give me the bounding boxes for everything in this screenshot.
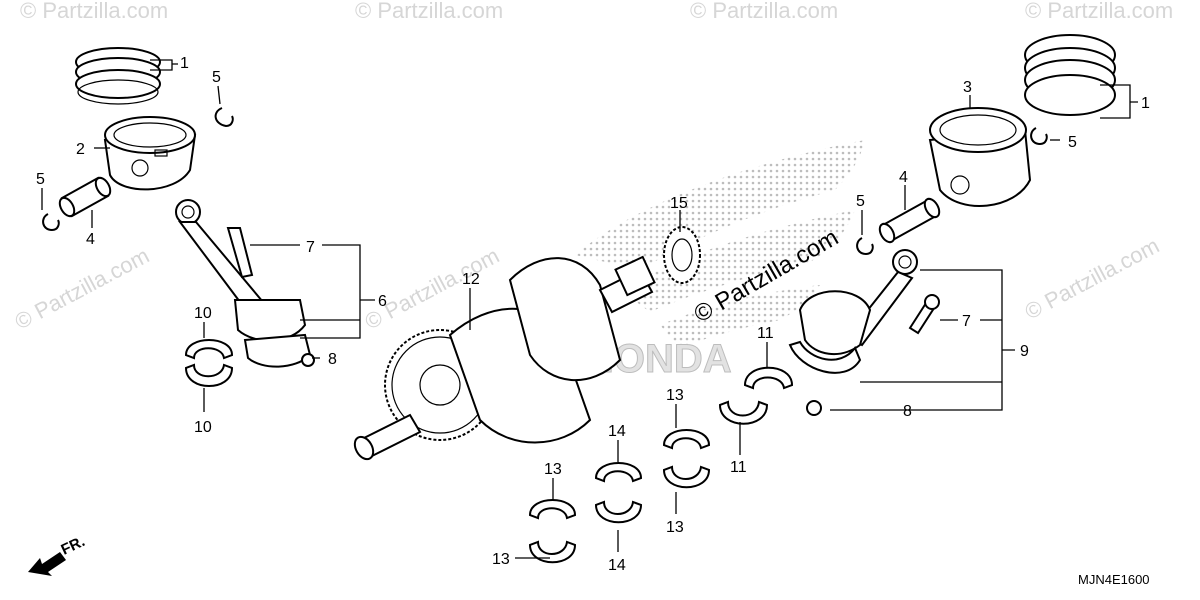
callout-5: 5 xyxy=(36,171,45,188)
callout-13: 13 xyxy=(544,461,562,478)
piston-pin-clip[interactable] xyxy=(856,237,874,256)
callout-5: 5 xyxy=(856,193,865,210)
callout-13: 13 xyxy=(666,387,684,404)
callout-12: 12 xyxy=(462,271,480,288)
front-label: FR. xyxy=(59,533,88,559)
watermark-text: © Partzilla.com xyxy=(690,0,838,23)
diagram-code: MJN4E1600 xyxy=(1078,572,1150,587)
leader-lines xyxy=(41,59,1138,559)
callout-15: 15 xyxy=(670,195,688,212)
callout-6: 6 xyxy=(378,293,387,310)
rod-bearing-right[interactable] xyxy=(743,366,794,390)
watermark-text: © Partzilla.com xyxy=(355,0,503,23)
piston-right[interactable] xyxy=(928,107,1032,207)
callout-4: 4 xyxy=(86,231,95,248)
piston-pin-clip[interactable] xyxy=(42,213,60,232)
piston-pin-clip[interactable] xyxy=(214,107,234,128)
callout-9: 9 xyxy=(1020,343,1029,360)
connecting-rod-right[interactable] xyxy=(788,249,918,374)
connecting-rod-left[interactable] xyxy=(175,199,312,368)
main-bearing[interactable] xyxy=(662,429,711,450)
rod-bolt-right[interactable] xyxy=(908,294,940,335)
callout-11: 11 xyxy=(757,325,774,342)
main-bearing[interactable] xyxy=(594,500,643,524)
callout-4: 4 xyxy=(899,169,908,186)
main-bearing[interactable] xyxy=(594,462,643,483)
callout-10: 10 xyxy=(194,305,212,322)
piston-pin-right[interactable] xyxy=(877,196,942,244)
rod-bearing-right[interactable] xyxy=(718,400,769,425)
piston-rings-right[interactable] xyxy=(1024,34,1116,116)
watermark-text: © Partzilla.com xyxy=(1025,0,1173,23)
piston-left[interactable] xyxy=(103,116,197,191)
callout-1: 1 xyxy=(1141,95,1150,112)
callout-10: 10 xyxy=(194,419,212,436)
piston-pin-left[interactable] xyxy=(57,175,113,218)
rod-bearing-upper-left[interactable] xyxy=(184,339,234,360)
front-arrow-icon xyxy=(28,552,66,576)
piston-rings-left[interactable] xyxy=(75,47,161,105)
watermark-text: © Partzilla.com xyxy=(1021,233,1164,325)
callout-14: 14 xyxy=(608,423,626,440)
rod-bearing-lower-left[interactable] xyxy=(184,363,234,387)
callout-5: 5 xyxy=(1068,134,1077,151)
callout-14: 14 xyxy=(608,557,626,574)
callout-8: 8 xyxy=(903,403,912,420)
crankshaft-gear[interactable] xyxy=(663,226,701,284)
callout-11: 11 xyxy=(730,459,747,476)
callout-13: 13 xyxy=(492,551,510,568)
front-direction-indicator: FR. xyxy=(28,533,88,576)
callout-13: 13 xyxy=(666,519,684,536)
watermark-text: © Partzilla.com xyxy=(11,243,154,335)
watermark-text: © Partzilla.com xyxy=(20,0,168,23)
callout-labels: 1 1 2 3 4 4 5 5 5 5 6 7 7 8 8 9 10 10 11… xyxy=(36,55,1150,574)
callout-2: 2 xyxy=(76,141,85,158)
callout-7: 7 xyxy=(306,239,315,256)
rod-nut-right[interactable] xyxy=(806,400,822,416)
callout-5: 5 xyxy=(212,69,221,86)
callout-7: 7 xyxy=(962,313,971,330)
callout-1: 1 xyxy=(180,55,189,72)
callout-8: 8 xyxy=(328,351,337,368)
crankshaft[interactable] xyxy=(351,255,656,462)
rod-nut-left[interactable] xyxy=(301,353,315,367)
callout-3: 3 xyxy=(963,79,972,96)
main-bearing[interactable] xyxy=(528,499,577,520)
main-bearing[interactable] xyxy=(662,465,711,489)
piston-pin-clip[interactable] xyxy=(1030,127,1048,146)
main-bearing[interactable] xyxy=(528,540,577,564)
